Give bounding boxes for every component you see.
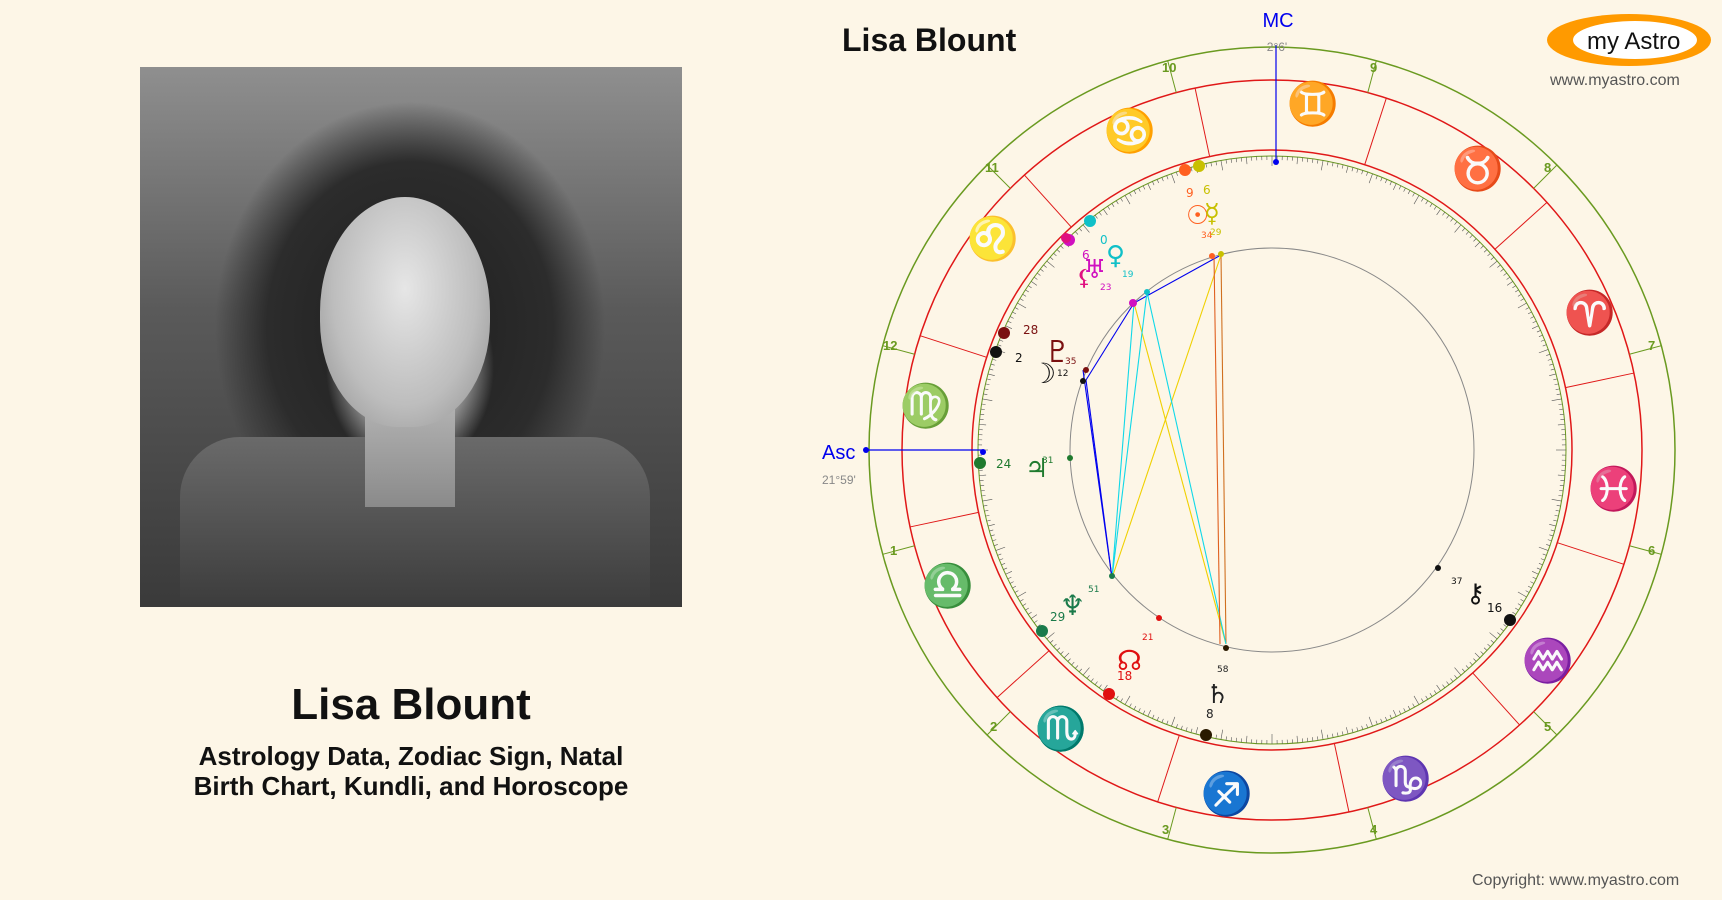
scorpio-sign-icon: ♏ bbox=[1035, 704, 1087, 753]
house-number-3: 3 bbox=[1162, 822, 1169, 837]
copyright-text: Copyright: www.myastro.com bbox=[1472, 872, 1680, 889]
jupiter-minute: 31 bbox=[1042, 456, 1053, 466]
mercury-glyph-icon: ☿ bbox=[1204, 199, 1220, 229]
moon-degree: 2 bbox=[1015, 351, 1023, 365]
node-glyph-icon: ☊ bbox=[1117, 644, 1142, 677]
uranus-glyph-icon: ♅ bbox=[1083, 255, 1106, 285]
asc-inner-dot bbox=[980, 449, 986, 455]
capricorn-sign-icon: ♑ bbox=[1380, 754, 1432, 803]
aquarius-sign-icon: ♒ bbox=[1522, 636, 1574, 685]
aspect-lines bbox=[1082, 254, 1227, 645]
cancer-sign-icon: ♋ bbox=[1104, 106, 1156, 155]
zodiac-outer-circle bbox=[901, 79, 1643, 821]
myastro-logo[interactable]: my Astro bbox=[1545, 12, 1713, 68]
jupiter-glyph-icon: ♃ bbox=[1025, 454, 1048, 484]
house-number-8: 8 bbox=[1544, 160, 1551, 175]
house-number-9: 9 bbox=[1370, 60, 1377, 75]
mercury-degree: 6 bbox=[1203, 183, 1211, 197]
lilith-glyph-icon: ⚸ bbox=[1076, 266, 1092, 291]
node-minute: 21 bbox=[1142, 633, 1153, 643]
pisces-sign-icon: ♓ bbox=[1588, 464, 1640, 513]
mc-label: MC bbox=[1262, 10, 1293, 32]
house-number-6: 6 bbox=[1648, 543, 1655, 558]
mc-degree: 2°6' bbox=[1267, 40, 1287, 54]
logo-text: my Astro bbox=[1587, 28, 1680, 55]
moon-glyph-icon: ☽ bbox=[1031, 357, 1056, 390]
house-number-5: 5 bbox=[1544, 719, 1551, 734]
chiron-degree: 16 bbox=[1487, 601, 1502, 615]
aspect-circle bbox=[1069, 247, 1475, 653]
subtitle-line-1: Astrology Data, Zodiac Sign, Natal bbox=[198, 741, 624, 771]
moon-minute: 12 bbox=[1057, 369, 1068, 379]
venus-minute: 19 bbox=[1122, 270, 1134, 280]
house-number-7: 7 bbox=[1648, 338, 1655, 353]
uranus-minute: 23 bbox=[1100, 283, 1111, 293]
house-number-11: 11 bbox=[985, 160, 999, 175]
mercury-minute: 29 bbox=[1210, 228, 1222, 238]
house-spokes bbox=[882, 60, 1662, 840]
house-number-4: 4 bbox=[1370, 822, 1378, 837]
sun-glyph-icon: ☉ bbox=[1186, 201, 1209, 231]
chiron-minute: 37 bbox=[1451, 577, 1462, 587]
gemini-sign-icon: ♊ bbox=[1287, 79, 1339, 128]
node-degree: 18 bbox=[1117, 669, 1132, 683]
house-number-12: 12 bbox=[883, 338, 897, 353]
asc-label: Asc bbox=[822, 442, 855, 464]
chart-title: Lisa Blount bbox=[842, 22, 1017, 58]
venus-glyph-icon: ♀ bbox=[1106, 241, 1125, 271]
neptune-degree: 29 bbox=[1050, 610, 1065, 624]
person-name: Lisa Blount bbox=[291, 680, 531, 729]
sun-degree: 9 bbox=[1186, 186, 1194, 200]
asc-degree: 21°59' bbox=[822, 473, 856, 487]
virgo-sign-icon: ♍ bbox=[900, 381, 952, 430]
photo-face bbox=[320, 197, 490, 427]
neptune-minute: 51 bbox=[1088, 585, 1099, 595]
pluto-glyph-icon: ♇ bbox=[1044, 335, 1071, 370]
taurus-sign-icon: ♉ bbox=[1452, 144, 1504, 193]
person-subtitle: Astrology Data, Zodiac Sign, Natal Birth… bbox=[140, 741, 682, 801]
portrait-photo bbox=[140, 67, 682, 607]
uranus-degree: 6 bbox=[1082, 248, 1090, 262]
pluto-minute: 35 bbox=[1065, 357, 1076, 367]
saturn-minute: 58 bbox=[1217, 665, 1229, 675]
mc-dot bbox=[1273, 159, 1279, 165]
sun-minute: 34 bbox=[1201, 231, 1213, 241]
leo-sign-icon: ♌ bbox=[967, 214, 1019, 263]
neptune-glyph-icon: ♆ bbox=[1060, 589, 1085, 622]
chiron-glyph-icon: ⚷ bbox=[1466, 579, 1485, 609]
aries-sign-icon: ♈ bbox=[1564, 288, 1616, 337]
venus-degree: 0 bbox=[1100, 233, 1108, 247]
jupiter-degree: 24 bbox=[996, 457, 1011, 471]
libra-sign-icon: ♎ bbox=[922, 561, 974, 610]
logo-url[interactable]: www.myastro.com bbox=[1550, 72, 1680, 89]
pluto-degree: 28 bbox=[1023, 323, 1038, 337]
house-number-10: 10 bbox=[1162, 60, 1176, 75]
subtitle-line-2: Birth Chart, Kundli, and Horoscope bbox=[193, 771, 629, 801]
sagittarius-sign-icon: ♐ bbox=[1201, 769, 1253, 818]
house-number-2: 2 bbox=[990, 719, 997, 734]
saturn-glyph-icon: ♄ bbox=[1206, 680, 1229, 710]
planet-dots bbox=[974, 160, 1516, 741]
asc-dot bbox=[863, 447, 869, 453]
house-number-1: 1 bbox=[890, 543, 897, 558]
saturn-degree: 8 bbox=[1206, 707, 1214, 721]
